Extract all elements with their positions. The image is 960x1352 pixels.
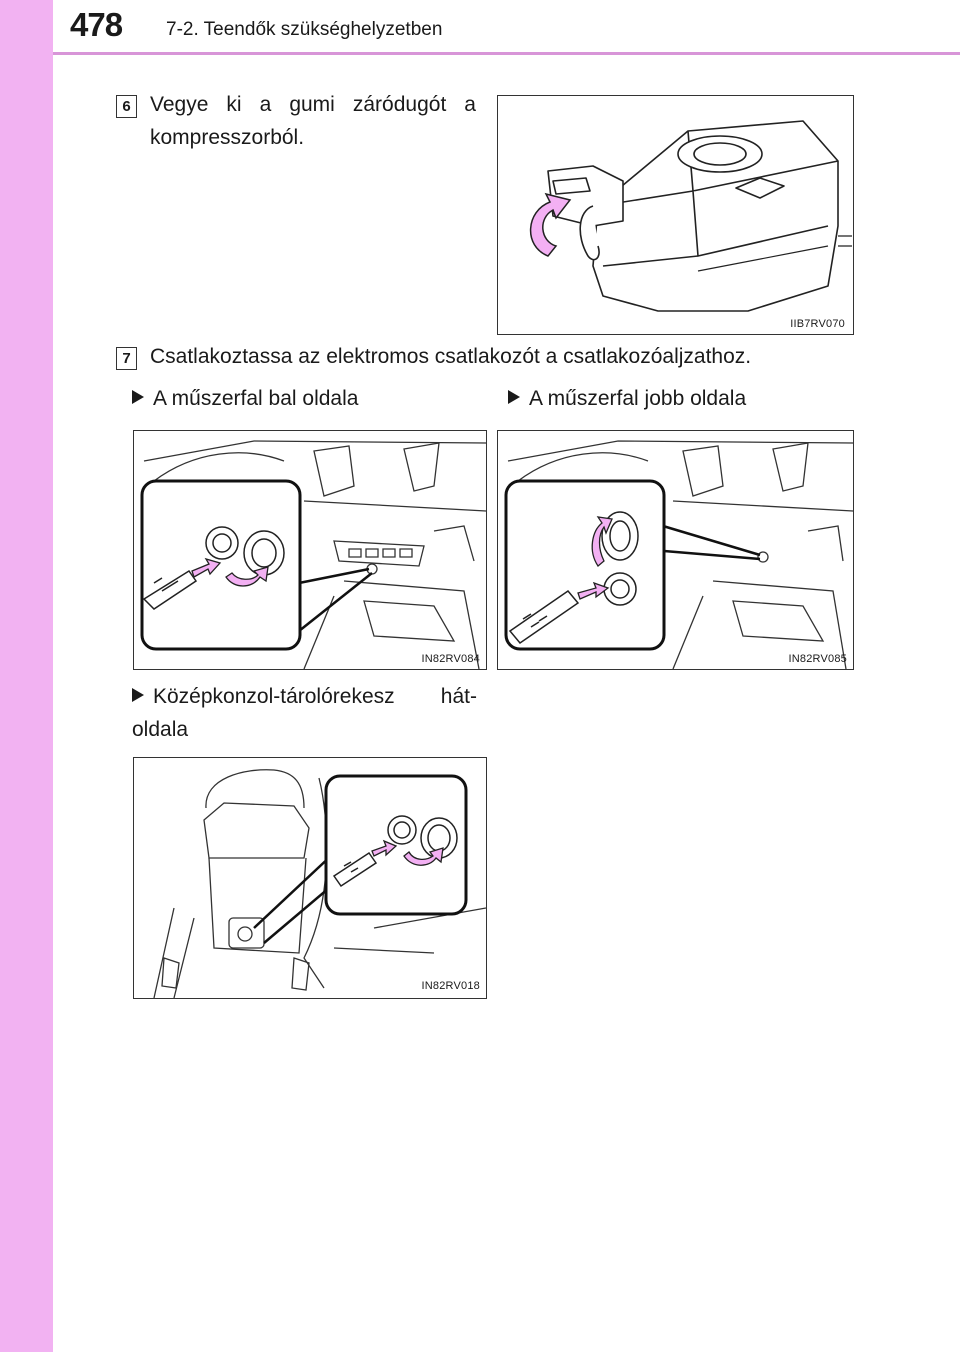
header-rule: [53, 52, 960, 55]
bullet-right-dash-label: A műszerfal jobb oldala: [529, 387, 747, 410]
step-6-number: 6: [116, 95, 137, 118]
figure-code: IN82RV084: [421, 653, 480, 665]
figure-code: IN82RV085: [788, 653, 847, 665]
section-title: 7-2. Teendők szükséghelyzetben: [166, 19, 443, 40]
step-7-number: 7: [116, 347, 137, 370]
step-6-text: Vegye ki a gumi záródugót a kompresszorb…: [150, 93, 476, 149]
bullet-left-dash-label: A műszerfal bal oldala: [153, 387, 359, 410]
bullet-console: Középkonzol-tárolórekesz hát-oldala: [132, 680, 477, 746]
bullet-right-dash: A műszerfal jobb oldala: [508, 382, 858, 415]
console-figure: IN82RV018: [133, 757, 487, 999]
bullet-triangle-icon: [132, 390, 144, 404]
bullet-triangle-icon: [508, 390, 520, 404]
bullet-left-dash: A műszerfal bal oldala: [132, 382, 482, 415]
chapter-sidebar-tab: [0, 0, 53, 1352]
bullet-console-label: Középkonzol-tárolórekesz hát-oldala: [132, 685, 477, 741]
compressor-figure: IIB7RV070: [497, 95, 854, 335]
figure-code: IN82RV018: [421, 980, 480, 992]
right-dash-figure: IN82RV085: [497, 430, 854, 670]
figure-code: IIB7RV070: [790, 318, 845, 330]
bullet-triangle-icon: [132, 688, 144, 702]
page-number: 478: [70, 6, 123, 43]
step-7-text: Csatlakoztassa az elektromos csatlakozót…: [150, 345, 752, 368]
left-dash-figure: IN82RV084: [133, 430, 487, 670]
